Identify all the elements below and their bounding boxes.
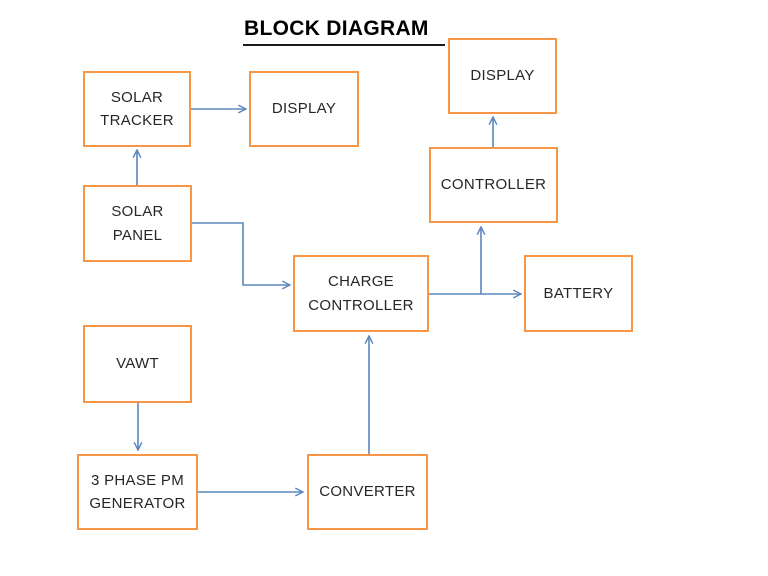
- block-controller: CONTROLLER: [429, 147, 558, 223]
- block-label: CHARGE CONTROLLER: [308, 273, 414, 314]
- block-vawt: VAWT: [83, 325, 192, 403]
- block-generator: 3 PHASE PM GENERATOR: [77, 454, 198, 530]
- block-label: SOLAR TRACKER: [100, 88, 174, 129]
- block-solar-tracker: SOLAR TRACKER: [83, 71, 191, 147]
- block-battery: BATTERY: [524, 255, 633, 332]
- block-charge-controller: CHARGE CONTROLLER: [293, 255, 429, 332]
- block-label: DISPLAY: [271, 100, 337, 118]
- block-label: DISPLAY: [470, 67, 535, 85]
- block-label: CONVERTER: [319, 483, 416, 501]
- diagram-title: BLOCK DIAGRAM: [243, 17, 445, 46]
- block-converter: CONVERTER: [307, 454, 428, 530]
- block-display-top: DISPLAY: [448, 38, 557, 114]
- block-label: BATTERY: [543, 284, 614, 302]
- block-label: CONTROLLER: [440, 176, 547, 194]
- connector-solar-panel-to-charge-controller: [192, 222, 290, 285]
- block-label: 3 PHASE PM GENERATOR: [89, 471, 186, 512]
- block-solar-panel: SOLAR PANEL: [83, 185, 192, 262]
- block-label: VAWT: [116, 355, 159, 373]
- block-display-left: DISPLAY: [249, 71, 359, 147]
- block-label: SOLAR PANEL: [111, 203, 164, 244]
